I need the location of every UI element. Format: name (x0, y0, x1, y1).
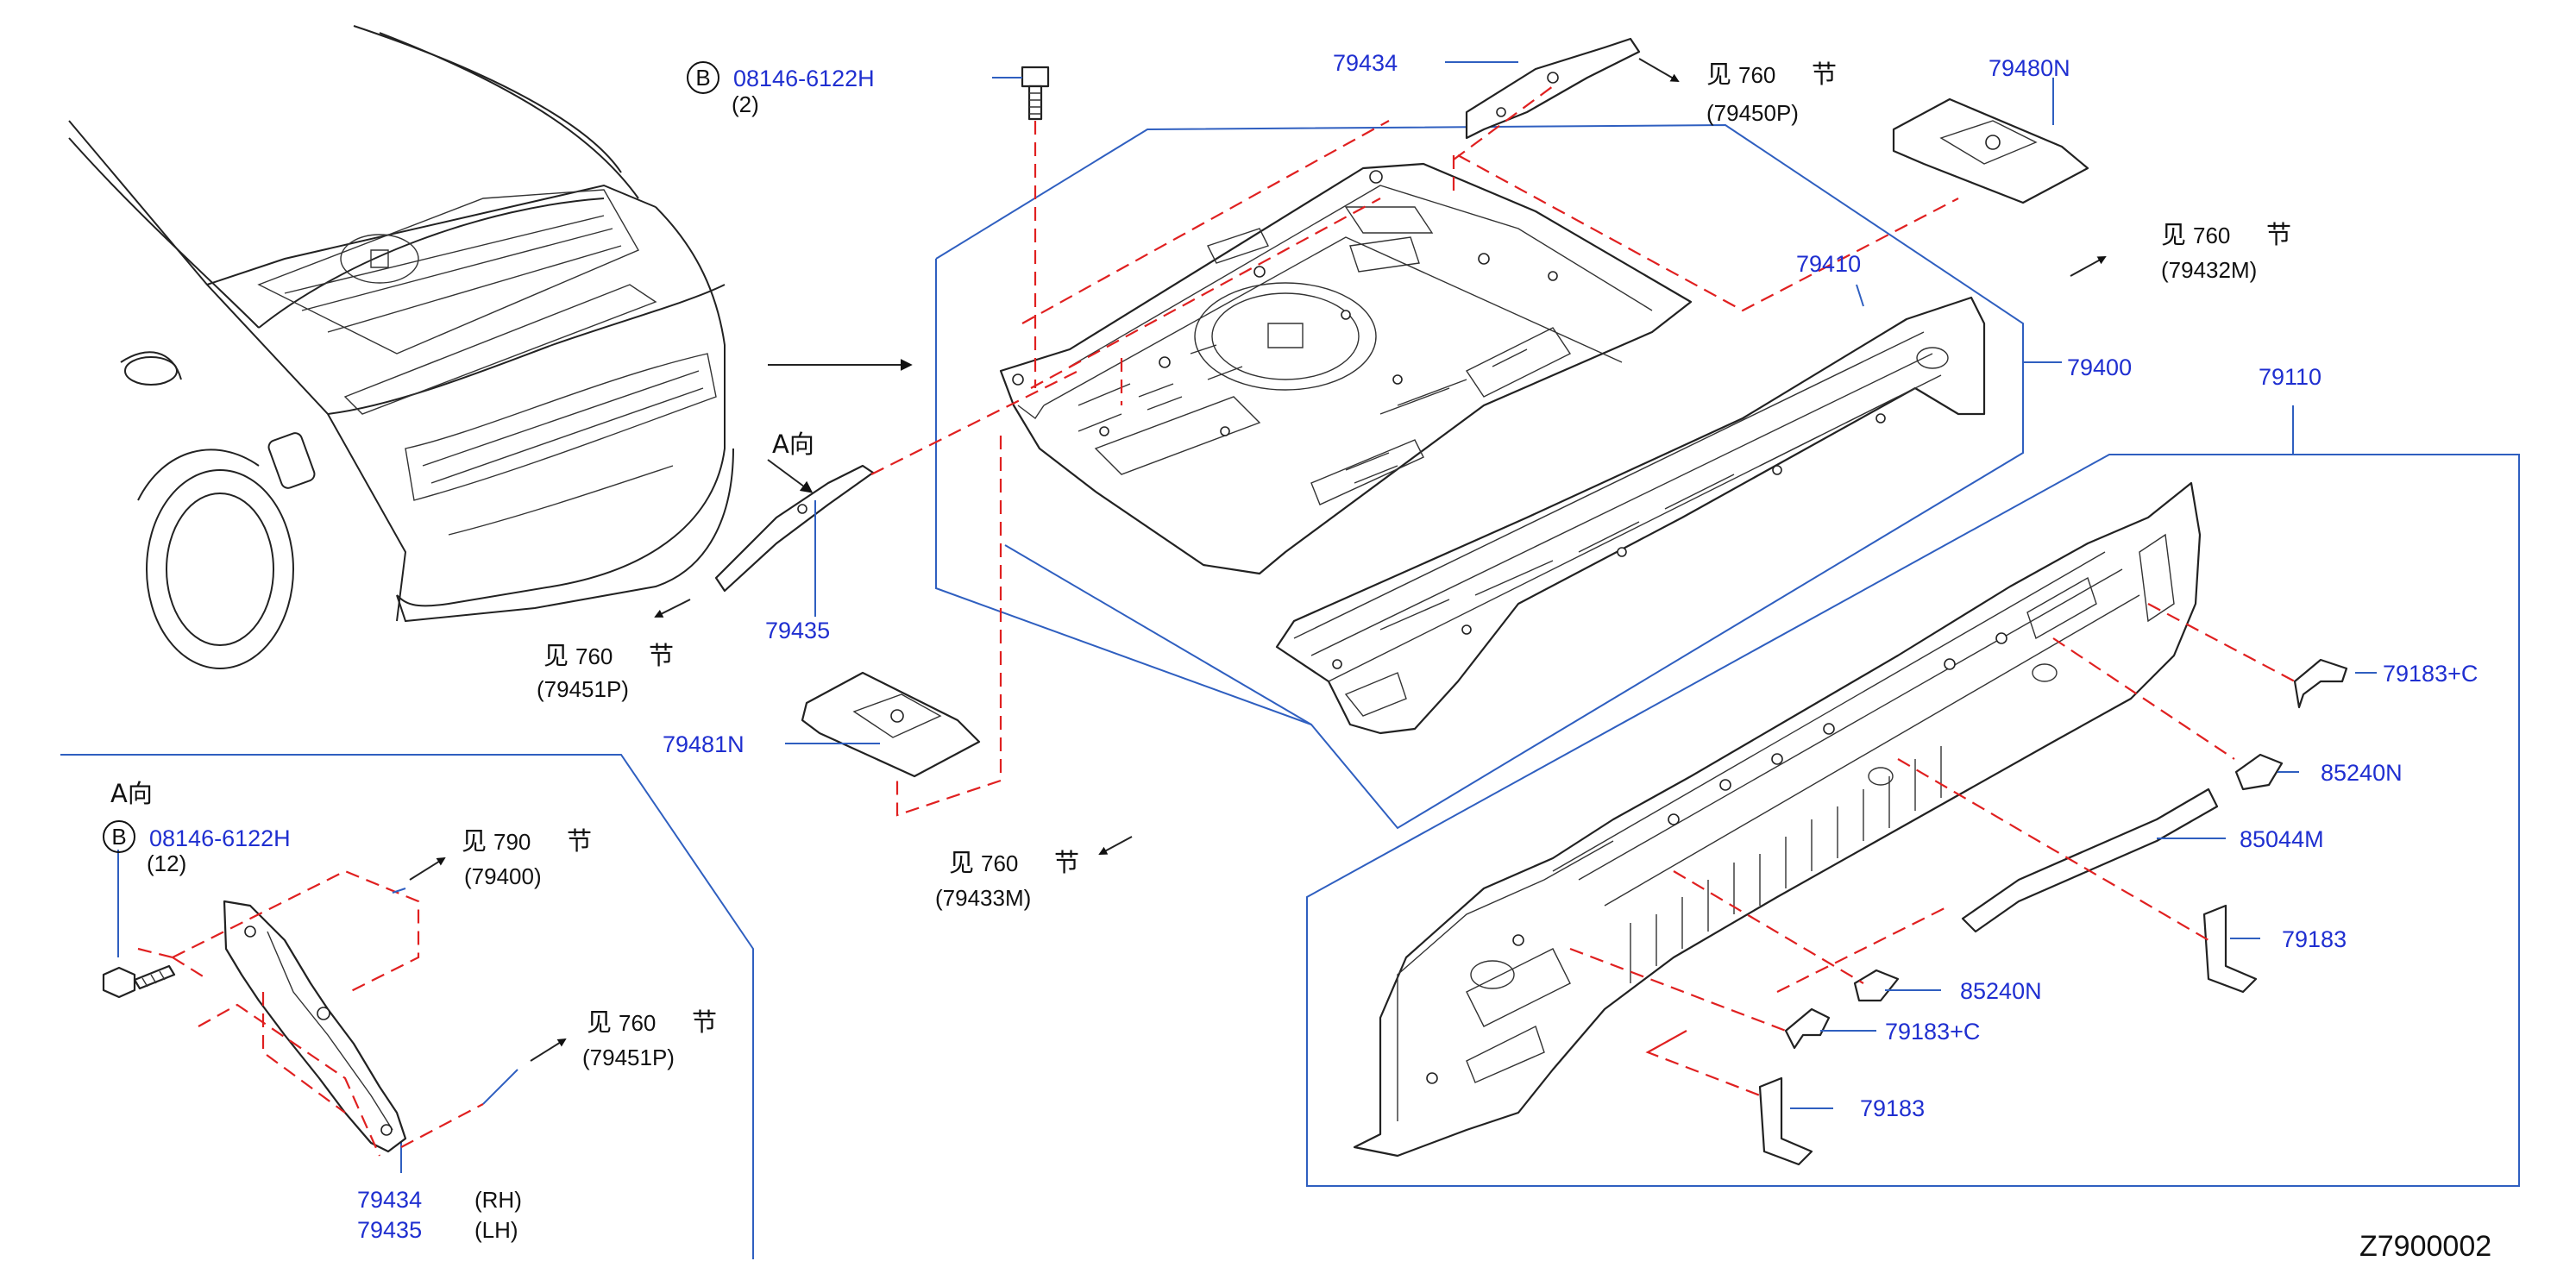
ref-arrow-5 (409, 856, 446, 881)
rear-cross-member (1275, 296, 1986, 735)
part-79183C-a[interactable]: 79183+C (2383, 661, 2478, 687)
ref-jie: 节 (649, 641, 674, 670)
bolt-part-no-top[interactable]: 08146-6122H (733, 66, 875, 91)
bolt-marker-top: B (695, 65, 710, 91)
bolt-qty-inset: (12) (147, 850, 186, 876)
bolt-qty-top: (2) (732, 91, 759, 117)
ref-79451P[interactable]: 见 760 节 (79451P) (537, 641, 674, 702)
ref-section: 760 (619, 1010, 656, 1036)
ref-jie: 节 (1054, 848, 1079, 877)
inset-bolt (102, 964, 176, 999)
part-79410[interactable]: 79410 (1796, 251, 1861, 277)
frame-79110 (1306, 454, 2520, 1187)
ref-see: 见 (587, 1007, 612, 1037)
frame-79400 (935, 123, 2024, 830)
ref-section: 760 (981, 850, 1018, 876)
ref-see: 见 (543, 641, 569, 670)
part-85240N-b[interactable]: 85240N (1960, 978, 2042, 1004)
ref-arrow-2 (2070, 256, 2107, 277)
bracket-79435-center (714, 464, 875, 593)
bolt-marker-circle-inset (103, 820, 135, 853)
rear-panel-79110 (1353, 481, 2202, 1158)
inset-title: A向 (110, 779, 153, 808)
ref-see: 见 (2161, 220, 2186, 249)
ref-79400[interactable]: 见 790 节 (79400) (462, 826, 592, 889)
part-79435[interactable]: 79435 (765, 618, 830, 643)
view-a-arrow (767, 459, 814, 493)
plate-79480N (1892, 97, 2089, 204)
ref-arrow-1 (1638, 58, 1680, 83)
ref-section: 760 (2193, 223, 2230, 248)
part-79183-a[interactable]: 79183 (2282, 926, 2347, 952)
ref-code: (79450P) (1706, 100, 1799, 126)
part-85044M[interactable]: 85044M (2240, 826, 2324, 852)
leader-lines (117, 61, 2377, 1173)
ref-79432M[interactable]: 见 760 节 (79432M) (2161, 220, 2291, 283)
vehicle-illustration (68, 25, 734, 669)
ref-jie: 节 (567, 826, 592, 856)
rear-floor-panel (999, 162, 1693, 575)
part-79434[interactable]: 79434 (1333, 50, 1398, 76)
ref-see: 见 (1706, 60, 1731, 89)
inset-rh: (RH) (474, 1187, 522, 1213)
clip-85240N-a (2234, 753, 2284, 791)
bracket-79434-top (1465, 37, 1641, 140)
part-79480N[interactable]: 79480N (1989, 55, 2070, 81)
bolt-marker-circle-top (687, 61, 719, 94)
ref-section: 760 (575, 643, 613, 669)
part-79183C-b[interactable]: 79183+C (1885, 1019, 1980, 1045)
ref-code: (79432M) (2161, 257, 2257, 283)
ref-arrow-6 (530, 1038, 567, 1062)
ref-see: 见 (949, 848, 974, 877)
ref-jie: 节 (2266, 220, 2291, 249)
ref-79433M[interactable]: 见 760 节 (79433M) (935, 848, 1079, 911)
part-79400[interactable]: 79400 (2067, 355, 2132, 380)
part-79481N[interactable]: 79481N (663, 731, 745, 757)
ref-section: 790 (493, 829, 531, 855)
inset-lh: (LH) (474, 1217, 518, 1243)
inset-part-79434[interactable]: 79434 (357, 1187, 422, 1213)
part-79110[interactable]: 79110 (2259, 364, 2322, 390)
ref-79450P[interactable]: 见 760 节 (79450P) (1706, 60, 1837, 126)
inset-part-79435[interactable]: 79435 (357, 1217, 422, 1243)
ref-code: (79451P) (537, 676, 629, 702)
ref-code: (79400) (464, 863, 542, 889)
clip-79183C-b (1784, 1007, 1831, 1050)
ref-see: 见 (462, 826, 487, 856)
ref-jie: 节 (1812, 60, 1837, 89)
bracket-79183-b (1758, 1076, 1813, 1166)
bolt-part-no-inset[interactable]: 08146-6122H (149, 825, 291, 851)
inset-frame (60, 754, 754, 1259)
ref-arrow-4 (1098, 836, 1133, 855)
bolt-top (1021, 66, 1050, 121)
ref-79451P-inset[interactable]: 见 760 节 (79451P) (582, 1007, 717, 1070)
part-79183-b[interactable]: 79183 (1860, 1095, 1925, 1121)
ref-jie: 节 (692, 1007, 717, 1037)
ref-code: (79451P) (582, 1045, 675, 1070)
ref-code: (79433M) (935, 885, 1031, 911)
assembly-lines (870, 85, 2296, 1097)
part-85240N-a[interactable]: 85240N (2321, 760, 2403, 786)
view-a-label: A向 (772, 430, 814, 459)
clip-79183C-a (2293, 658, 2348, 709)
plate-79481N (801, 671, 981, 778)
diagram-code: Z7900002 (2359, 1230, 2491, 1263)
bolt-marker-inset: B (111, 824, 126, 850)
ref-section: 760 (1738, 62, 1775, 88)
frame-79410 (1004, 544, 1312, 725)
inset-bracket (137, 869, 518, 1157)
bracket-79183-a (2202, 904, 2258, 994)
bracket-85044M (1961, 787, 2219, 933)
clip-85240N-b (1853, 969, 1900, 1002)
ref-arrow-3 (654, 599, 691, 618)
